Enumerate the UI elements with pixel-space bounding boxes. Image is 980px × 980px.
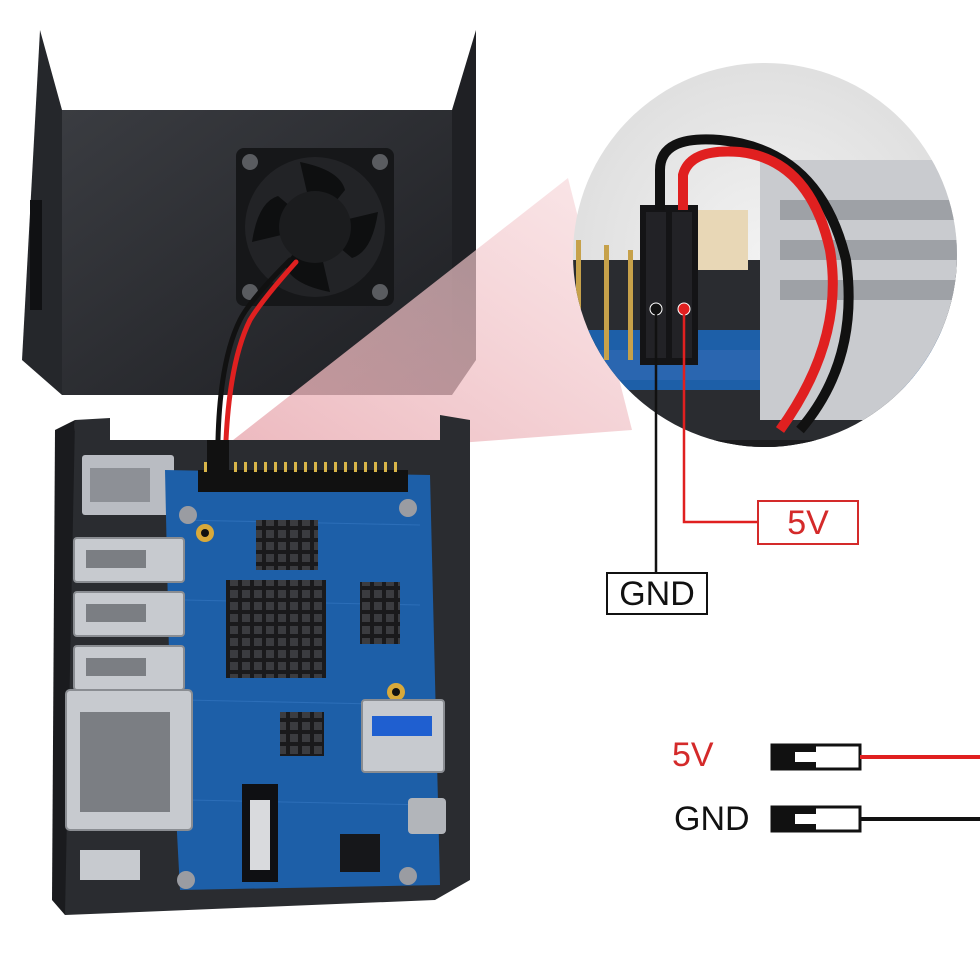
- callout-gnd-label: GND: [606, 572, 708, 615]
- legend-5v-label: 5V: [672, 736, 714, 774]
- fan-cable: [215, 257, 299, 443]
- usb3-port-right: [361, 699, 446, 834]
- callout-5v-label: 5V: [757, 500, 859, 545]
- large-heatsink: [226, 580, 326, 678]
- gpio-header: [198, 470, 408, 492]
- legend-gnd-label: GND: [674, 800, 750, 838]
- legend-gnd-connector: [770, 805, 980, 833]
- cooling-fan: [236, 148, 394, 306]
- legend-5v-connector: [770, 743, 980, 771]
- pin-legend: [770, 743, 980, 833]
- pcb-board: [165, 440, 440, 890]
- highlight-beam: [205, 178, 632, 462]
- side-ports: [65, 537, 193, 880]
- leader-lines: [654, 309, 757, 572]
